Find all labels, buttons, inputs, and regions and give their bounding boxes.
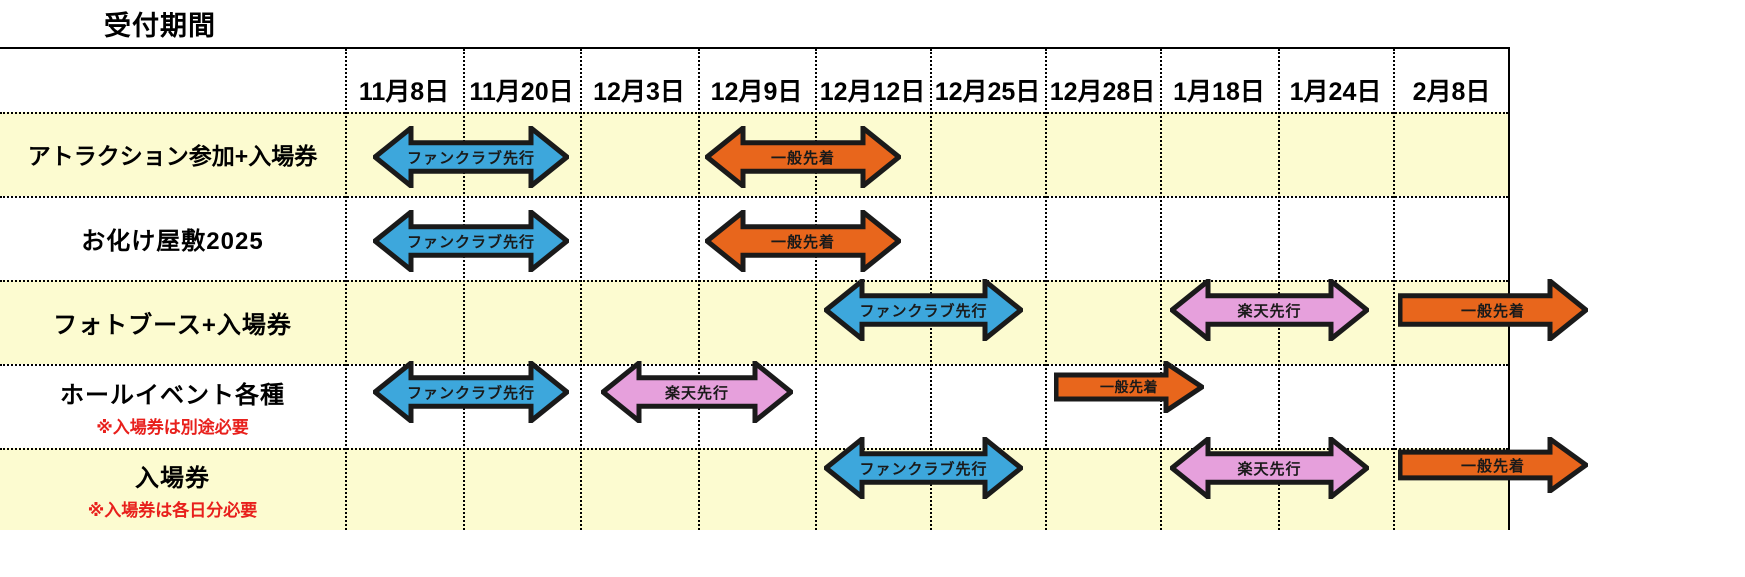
row-divider: [0, 280, 1508, 282]
row-label-cell: お化け屋敷2025: [0, 196, 345, 280]
rakuten-arrow-icon: [1170, 437, 1369, 499]
arrow-label: ファンクラブ先行: [406, 233, 535, 251]
row-divider: [0, 448, 1508, 450]
arrow-label: 楽天先行: [1237, 302, 1302, 320]
column-divider: [463, 49, 465, 530]
arrow-label: 一般先着: [1100, 379, 1158, 395]
arrow-label: 一般先着: [1460, 457, 1525, 475]
arrow-label: 楽天先行: [664, 384, 729, 402]
schedule-arrow-general: 一般先着: [1054, 361, 1204, 413]
row-label-text: ホールイベント各種: [60, 381, 285, 409]
date-header-8: 1月18日: [1173, 78, 1265, 106]
arrow-label: ファンクラブ先行: [859, 460, 988, 478]
schedule-arrow-fanclub: ファンクラブ先行: [373, 210, 569, 272]
arrow-label: ファンクラブ先行: [406, 149, 535, 167]
fanclub-arrow-icon: [373, 361, 569, 423]
schedule-arrow-general: 一般先着: [1398, 437, 1588, 493]
arrow-label: 一般先着: [1460, 302, 1525, 320]
date-header-10: 2月8日: [1412, 78, 1491, 106]
row-label-note: ※入場券は各日分必要: [87, 500, 258, 520]
row-label-text: アトラクション参加+入場券: [27, 143, 318, 169]
row-divider: [0, 196, 1508, 198]
fanclub-arrow-icon: [824, 437, 1023, 499]
schedule-arrow-fanclub: ファンクラブ先行: [373, 361, 569, 423]
schedule-arrow-rakuten: 楽天先行: [1170, 279, 1369, 341]
row-label-cell: ホールイベント各種 ※入場券は別途必要: [0, 364, 345, 448]
general-arrow-icon: [705, 126, 901, 188]
fanclub-arrow-icon: [373, 210, 569, 272]
row-label-text: フォトブース+入場券: [53, 311, 292, 339]
date-header-6: 12月25日: [934, 78, 1041, 106]
fanclub-arrow-icon: [824, 279, 1023, 341]
arrow-label: ファンクラブ先行: [406, 384, 535, 402]
column-divider: [1278, 49, 1280, 530]
column-divider: [1393, 49, 1395, 530]
fanclub-arrow-icon: [373, 126, 569, 188]
arrow-label: 一般先着: [770, 149, 835, 167]
schedule-arrow-fanclub: ファンクラブ先行: [824, 437, 1023, 499]
date-header-5: 12月12日: [819, 78, 926, 106]
general-arrow-icon: [1054, 361, 1204, 413]
schedule-arrow-rakuten: 楽天先行: [1170, 437, 1369, 499]
arrow-label: 楽天先行: [1237, 460, 1302, 478]
schedule-arrow-general: 一般先着: [705, 210, 901, 272]
general-arrow-icon: [1398, 437, 1588, 493]
page-title: 受付期間: [104, 11, 216, 41]
row-label-note: ※入場券は別途必要: [96, 417, 249, 437]
row-label-text: 入場券: [135, 464, 210, 492]
arrow-label: 一般先着: [770, 233, 835, 251]
column-divider: [698, 49, 700, 530]
row-label-cell: アトラクション参加+入場券: [0, 112, 345, 196]
date-header-3: 12月3日: [593, 78, 685, 106]
row-label-text: お化け屋敷2025: [81, 227, 264, 255]
schedule-arrow-general: 一般先着: [705, 126, 901, 188]
general-arrow-icon: [1398, 279, 1588, 341]
date-header-9: 1月24日: [1289, 78, 1382, 106]
arrow-label: ファンクラブ先行: [859, 302, 988, 320]
date-header-1: 11月8日: [358, 78, 450, 106]
column-divider: [815, 49, 817, 530]
column-divider: [1160, 49, 1162, 530]
row-divider: [0, 112, 1508, 114]
column-divider: [930, 49, 932, 530]
date-header-4: 12月9日: [710, 78, 803, 106]
column-divider: [345, 49, 347, 530]
column-divider: [580, 49, 582, 530]
row-label-cell: フォトブース+入場券: [0, 280, 345, 364]
schedule-arrow-fanclub: ファンクラブ先行: [373, 126, 569, 188]
row-label-cell: 入場券 ※入場券は各日分必要: [0, 448, 345, 530]
date-header-7: 12月28日: [1049, 78, 1156, 106]
rakuten-arrow-icon: [601, 361, 793, 423]
schedule-arrow-general: 一般先着: [1398, 279, 1588, 341]
date-header-2: 11月20日: [469, 78, 574, 106]
table-header-row: [0, 49, 1508, 112]
column-divider: [1045, 49, 1047, 530]
schedule-arrow-fanclub: ファンクラブ先行: [824, 279, 1023, 341]
schedule-arrow-rakuten: 楽天先行: [601, 361, 793, 423]
general-arrow-icon: [705, 210, 901, 272]
rakuten-arrow-icon: [1170, 279, 1369, 341]
